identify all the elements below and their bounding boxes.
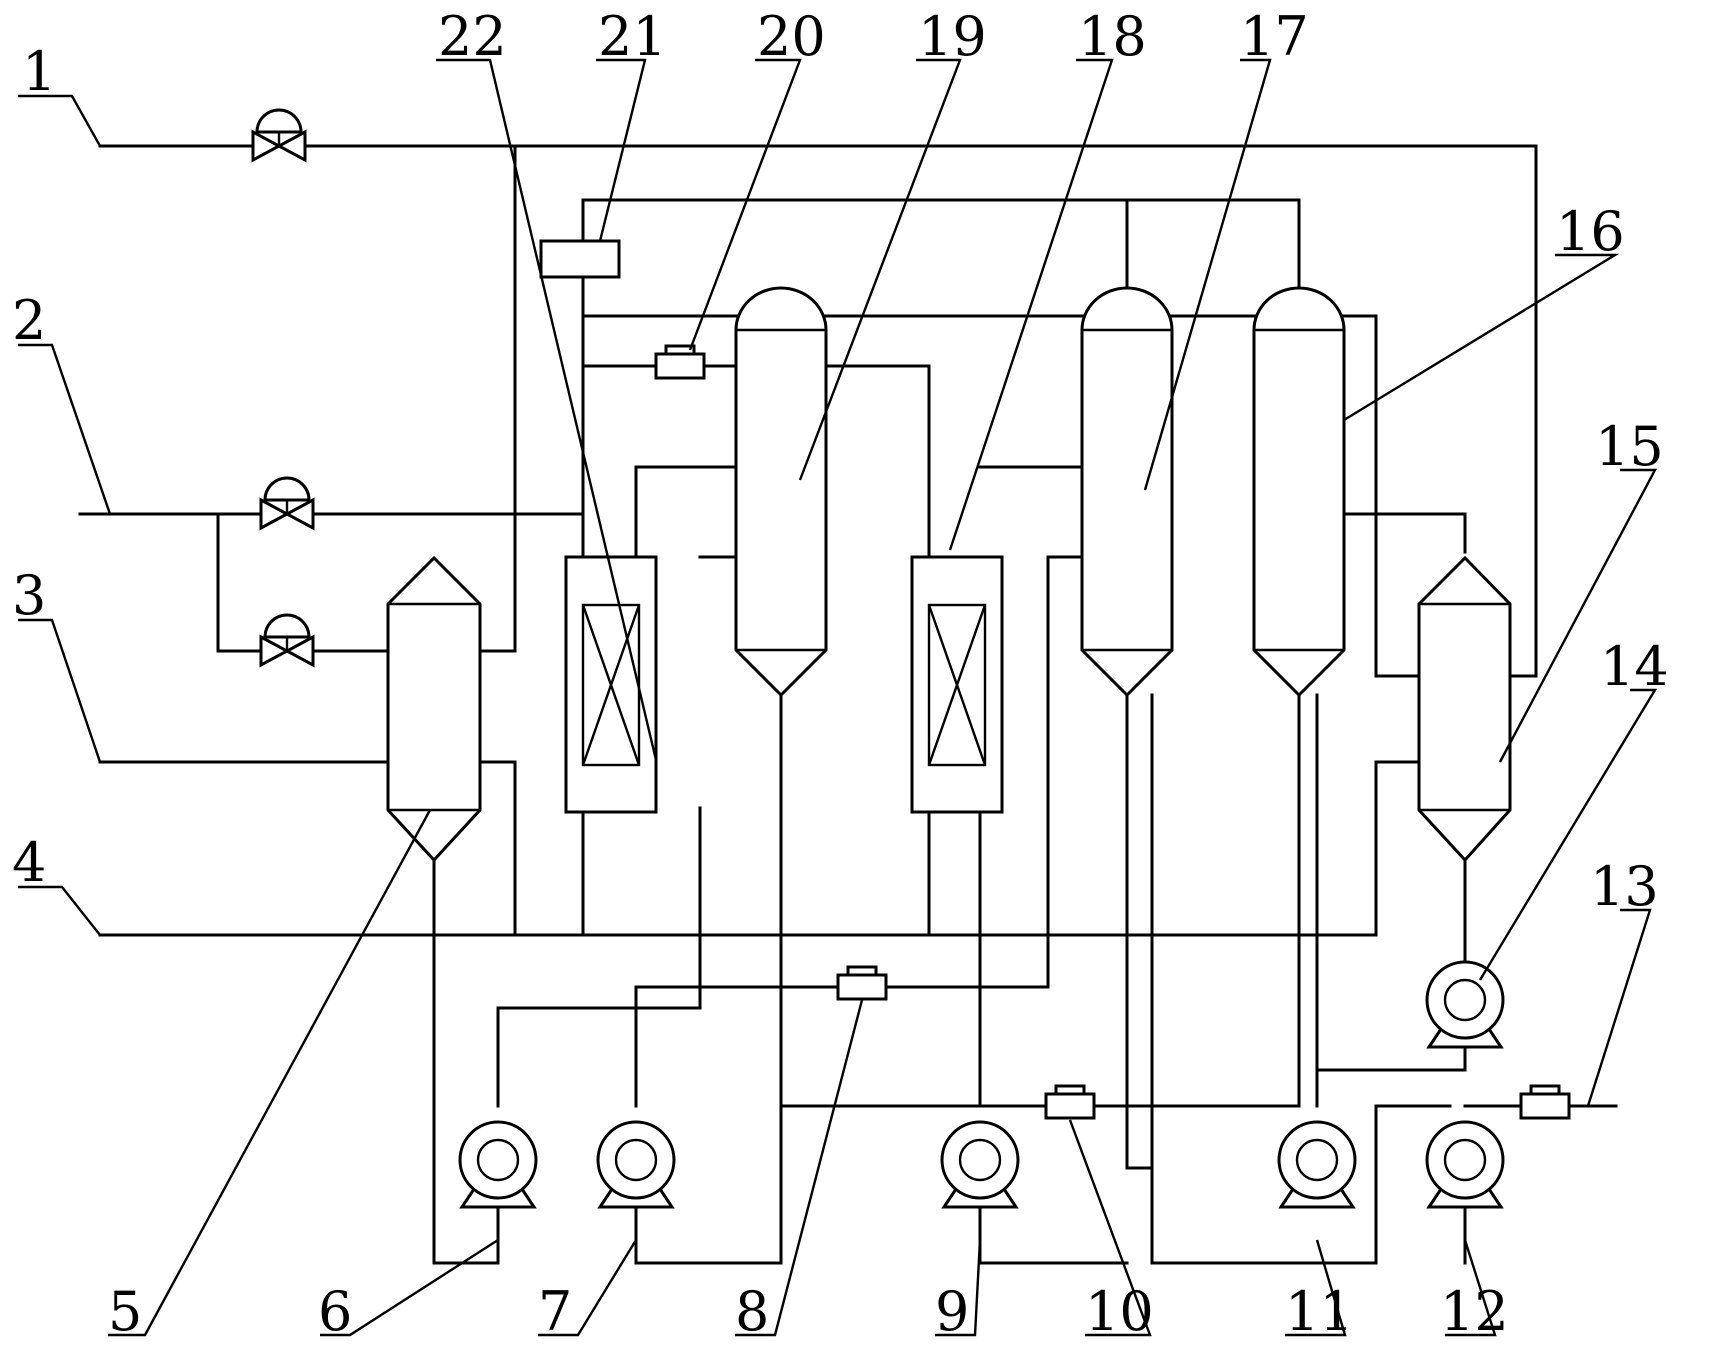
- label-18: 18: [1078, 5, 1147, 68]
- label-19: 19: [918, 5, 987, 68]
- flowmeter-13: [1519, 1084, 1571, 1120]
- label-2: 2: [12, 289, 46, 352]
- valve-line-2: [259, 476, 315, 531]
- pump-6: [458, 1120, 538, 1209]
- label-3: 3: [12, 564, 46, 627]
- label-5: 5: [108, 1280, 142, 1343]
- reactor-18: [910, 555, 1004, 814]
- label-17: 17: [1240, 5, 1309, 68]
- label-20: 20: [757, 5, 826, 68]
- label-8: 8: [735, 1280, 769, 1343]
- label-11: 11: [1285, 1280, 1354, 1343]
- tank-19: [734, 286, 828, 698]
- label-14: 14: [1600, 635, 1669, 698]
- label-15: 15: [1595, 415, 1664, 478]
- label-7: 7: [538, 1280, 572, 1343]
- label-10: 10: [1085, 1280, 1154, 1343]
- pump-7: [596, 1120, 676, 1209]
- tank-17: [1080, 286, 1174, 698]
- valve-line-1: [251, 108, 307, 163]
- device-21: [539, 239, 621, 279]
- label-12: 12: [1440, 1280, 1509, 1343]
- label-1: 1: [22, 40, 56, 103]
- tank-16: [1252, 286, 1346, 698]
- leader-lines: [18, 58, 1658, 1337]
- column-5: [386, 555, 482, 863]
- valve-branch-2: [259, 613, 315, 668]
- label-22: 22: [438, 5, 507, 68]
- flowmeter-8: [836, 965, 888, 1001]
- number-labels: 1 2 3 4 5 6 7 8 9 10 11 12 13 14 15 16 1…: [12, 5, 1669, 1343]
- pump-14: [1425, 960, 1505, 1049]
- label-4: 4: [12, 831, 46, 894]
- label-6: 6: [318, 1280, 352, 1343]
- flowmeter-20: [654, 344, 706, 380]
- flowmeter-10: [1044, 1084, 1096, 1120]
- pump-11: [1277, 1120, 1357, 1209]
- label-16: 16: [1556, 200, 1625, 263]
- pipe-network: [78, 144, 1618, 1265]
- pump-9: [940, 1120, 1020, 1209]
- pump-12: [1425, 1120, 1505, 1209]
- label-13: 13: [1590, 855, 1659, 918]
- column-15: [1417, 555, 1512, 863]
- label-9: 9: [935, 1280, 969, 1343]
- label-21: 21: [598, 5, 667, 68]
- reactor-22: [564, 555, 658, 814]
